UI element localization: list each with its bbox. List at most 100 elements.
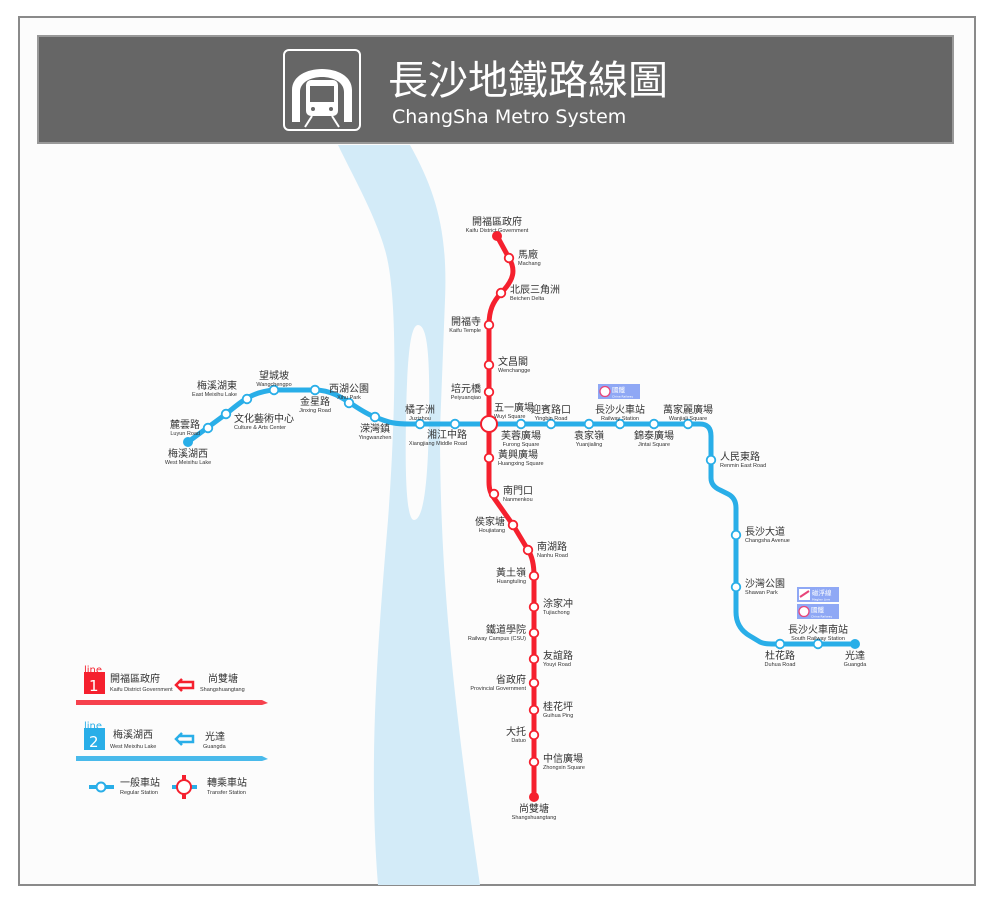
station-name-zh: 中信廣場 [543,752,583,765]
station-name-zh: 迎賓路口 [531,403,571,416]
station-marker[interactable] [528,677,540,689]
station-name-zh: 南湖路 [537,540,567,553]
station-marker[interactable] [343,397,355,409]
station-marker[interactable] [309,384,321,396]
station-marker[interactable] [583,418,595,430]
station-marker[interactable] [495,287,507,299]
station-marker[interactable] [522,544,534,556]
station-marker[interactable] [483,386,495,398]
station-marker[interactable] [682,418,694,430]
station-marker[interactable] [220,408,232,420]
station-marker[interactable] [528,570,540,582]
station-name-zh: 西湖公園 [329,383,369,395]
station-marker[interactable] [483,452,495,464]
station-name-en: Tujiachong [543,610,570,616]
terminal-station-marker[interactable] [492,231,502,241]
station-name-en: Xihu Park [337,395,361,401]
station-marker[interactable] [503,252,515,264]
station-marker[interactable] [268,384,280,396]
transfer-station-marker[interactable] [480,415,498,433]
station-marker[interactable] [241,393,253,405]
station-name-zh: 開福寺 [451,315,481,328]
station-marker[interactable] [614,418,626,430]
terminal-station-marker[interactable] [529,792,539,802]
station-marker[interactable] [730,581,742,593]
station-marker[interactable] [528,756,540,768]
station-marker[interactable] [705,454,717,466]
station-marker[interactable] [369,411,381,423]
station-marker[interactable] [202,422,214,434]
station-name-en: Machang [518,261,541,267]
station-marker[interactable] [483,319,495,331]
station-marker[interactable] [414,418,426,430]
station-name-zh: 北辰三角洲 [510,284,560,296]
station-marker[interactable] [488,488,500,500]
station-marker[interactable] [483,359,495,371]
station-marker[interactable] [515,418,527,430]
station-marker[interactable] [730,529,742,541]
station-marker[interactable] [528,653,540,665]
station-marker[interactable] [449,418,461,430]
terminal-station-marker[interactable] [183,437,193,447]
terminal-station-marker[interactable] [850,639,860,649]
station-name-en: Huangtuling [497,579,526,585]
station-name-zh: 馬廠 [518,248,538,261]
station-marker[interactable] [774,638,786,650]
station-marker[interactable] [812,638,824,650]
metro-train-icon [283,49,361,131]
station-name-zh: 溁灣鎮 [360,422,390,435]
svg-text:line: line [84,721,102,732]
station-marker[interactable] [528,704,540,716]
station-marker[interactable] [507,519,519,531]
station-marker[interactable] [648,418,660,430]
station-marker[interactable] [545,418,557,430]
station-marker[interactable] [528,627,540,639]
station-name-zh: 黃興廣場 [498,448,538,461]
station-name-en: Railway Campus (CSU) [468,636,526,642]
station-marker[interactable] [528,729,540,741]
station-marker[interactable] [528,601,540,613]
